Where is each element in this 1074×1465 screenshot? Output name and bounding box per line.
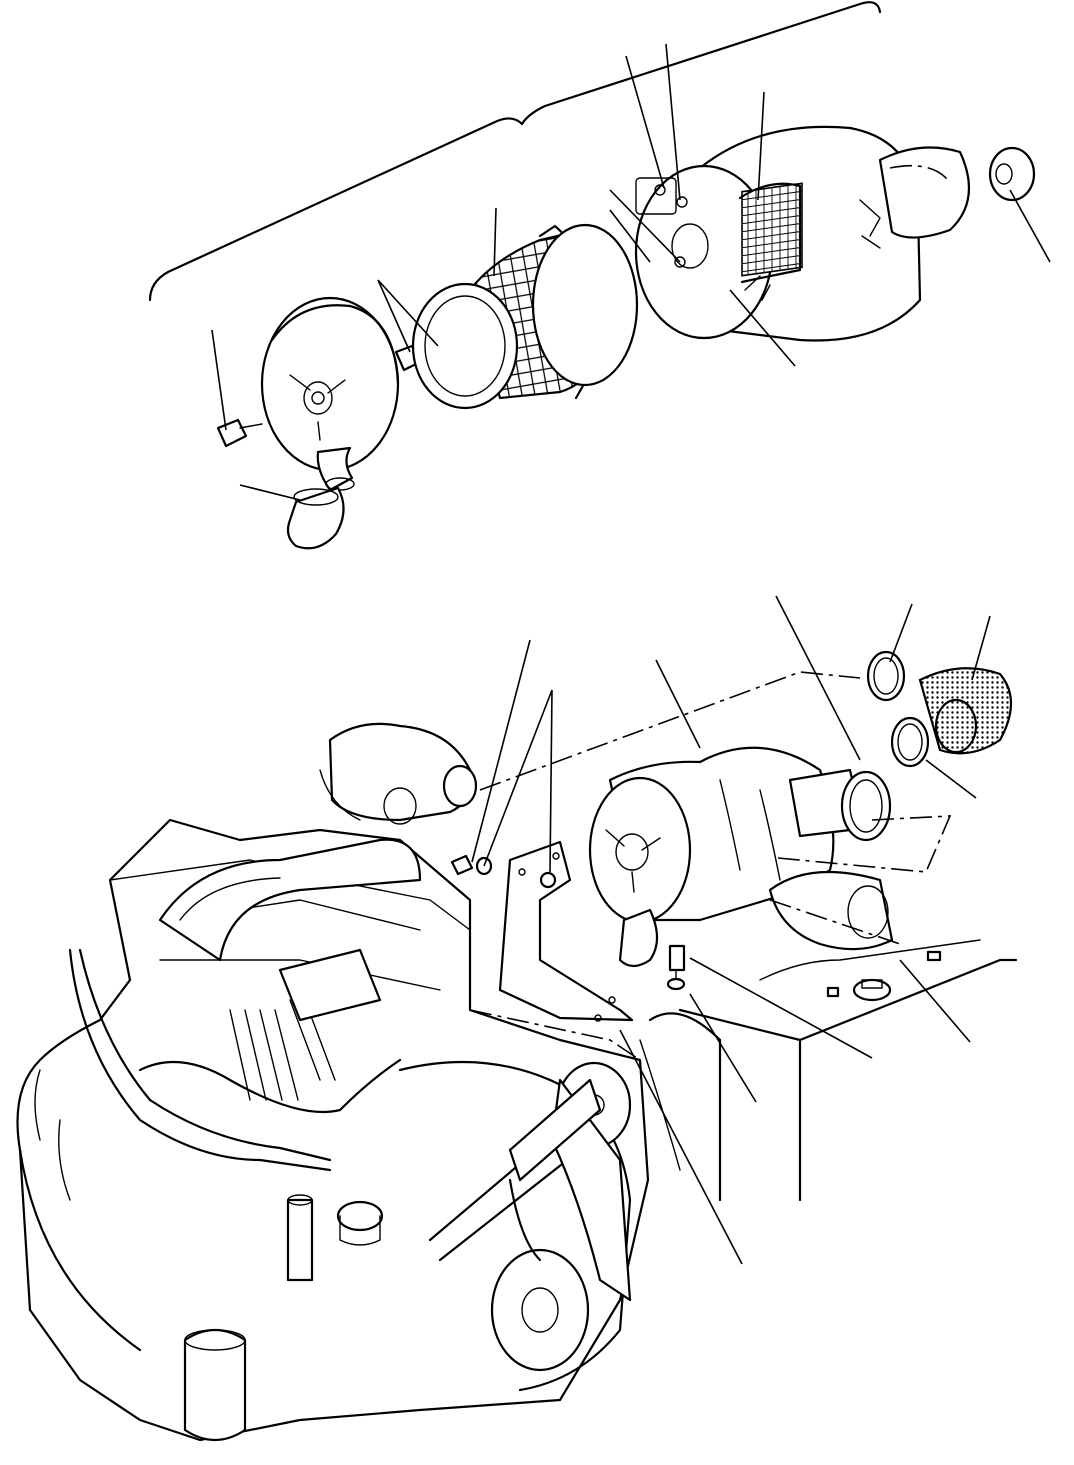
injection-lines: [230, 950, 380, 1100]
hose-clamp-upper: [868, 652, 904, 700]
top-leader-lines: [212, 44, 1050, 500]
hose-clamp-lower: [892, 718, 928, 766]
assembly-bracket-line: [150, 2, 880, 300]
mounting-bracket: [500, 842, 632, 1021]
duct-hose: [770, 872, 892, 949]
radiator-shroud: [640, 940, 1016, 1200]
outlet-elbow: [880, 148, 969, 238]
dipstick-tube: [288, 1195, 312, 1280]
bracket-bolt-and-washer: [452, 856, 491, 874]
alignment-lines: [470, 672, 950, 1060]
hold-down-bolt: [668, 946, 684, 989]
end-cover: [262, 298, 398, 490]
oil-filter: [185, 1330, 245, 1440]
oil-filler-cap: [338, 1202, 382, 1245]
turbocharger: [320, 724, 476, 824]
primary-filter-element: [413, 225, 637, 408]
outlet-cap: [990, 148, 1034, 200]
vacuator-valve: [288, 488, 344, 548]
air-cleaner-housing: [636, 127, 920, 341]
installed-air-cleaner: [590, 748, 890, 966]
radiator-cap: [828, 952, 940, 1000]
wire-harness: [70, 950, 400, 1170]
cooling-fan: [510, 1080, 630, 1300]
bottom-leader-lines: [472, 596, 990, 1264]
intake-pipe: [160, 840, 420, 960]
intake-hood: [920, 668, 1011, 753]
